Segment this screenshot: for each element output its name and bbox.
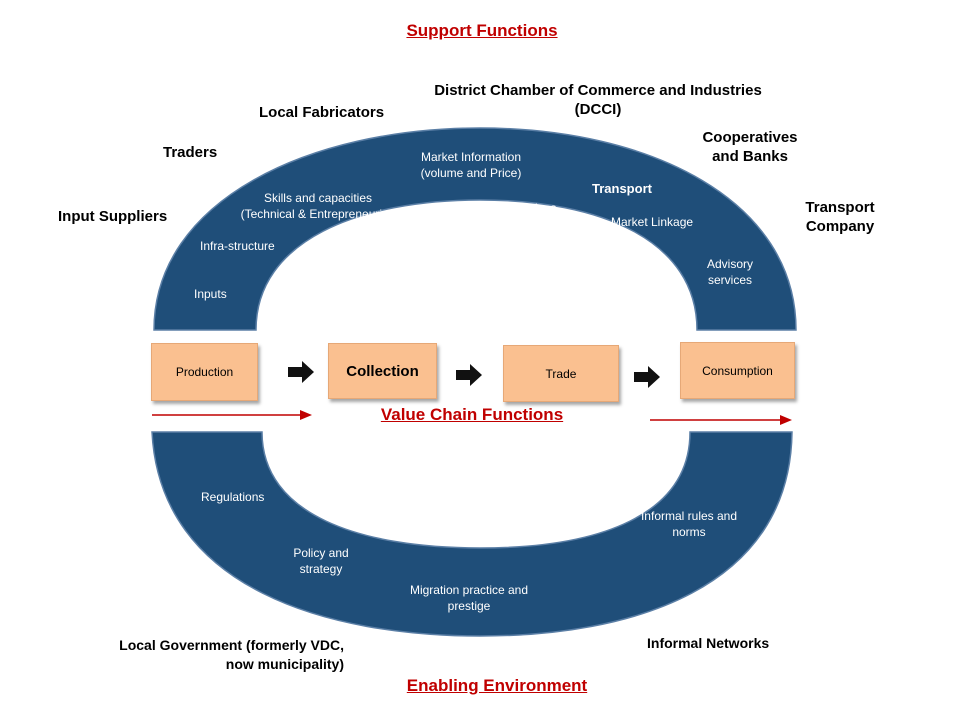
service-advisory: Advisory services [706, 257, 754, 287]
support-arch [153, 127, 797, 331]
factor-policy-strategy: Policy and strategy [293, 546, 349, 576]
service-inputs: Inputs [194, 287, 227, 301]
actor-local-fabricators: Local Fabricators [259, 104, 385, 121]
stage-trade: Trade [503, 345, 619, 402]
arrow-right-icon [456, 364, 482, 386]
enabling-arch [151, 431, 793, 637]
service-financial: Financial services [461, 201, 557, 215]
service-market-information: Market Information (volume and Price) [420, 150, 522, 180]
flow-arrow-right [650, 415, 792, 425]
stage-collection: Collection [328, 343, 437, 399]
actor-input-suppliers: Input Suppliers [58, 208, 168, 225]
service-market-linkage: Market Linkage [611, 215, 694, 229]
actor-cooperatives-banks: Cooperatives and Banks [702, 129, 798, 165]
arrow-right-icon [634, 366, 660, 388]
stage-consumption: Consumption [680, 342, 795, 399]
service-infrastructure: Infra-structure [200, 239, 275, 253]
arrow-right-icon [288, 361, 314, 383]
actor-transport-company: Transport Company [805, 199, 875, 235]
service-transport: Transport [592, 181, 652, 196]
support-functions-heading: Support Functions [406, 21, 558, 40]
factor-migration-practice: Migration practice and prestige [409, 583, 529, 613]
stage-production: Production [151, 343, 258, 401]
value-chain-heading: Value Chain Functions [380, 405, 564, 424]
actor-local-government: Local Government (formerly VDC, now muni… [119, 637, 344, 672]
factor-informal-rules: Informal rules and norms [640, 509, 738, 539]
actor-traders: Traders [163, 144, 218, 161]
enabling-environment-heading: Enabling Environment [406, 676, 588, 695]
factor-regulations: Regulations [201, 490, 265, 504]
actor-informal-networks: Informal Networks [647, 635, 770, 651]
actor-dcci: District Chamber of Commerce and Industr… [434, 82, 762, 118]
service-skills-capacities: Skills and capacities (Technical & Entre… [240, 191, 396, 221]
flow-arrow-left [152, 410, 312, 420]
